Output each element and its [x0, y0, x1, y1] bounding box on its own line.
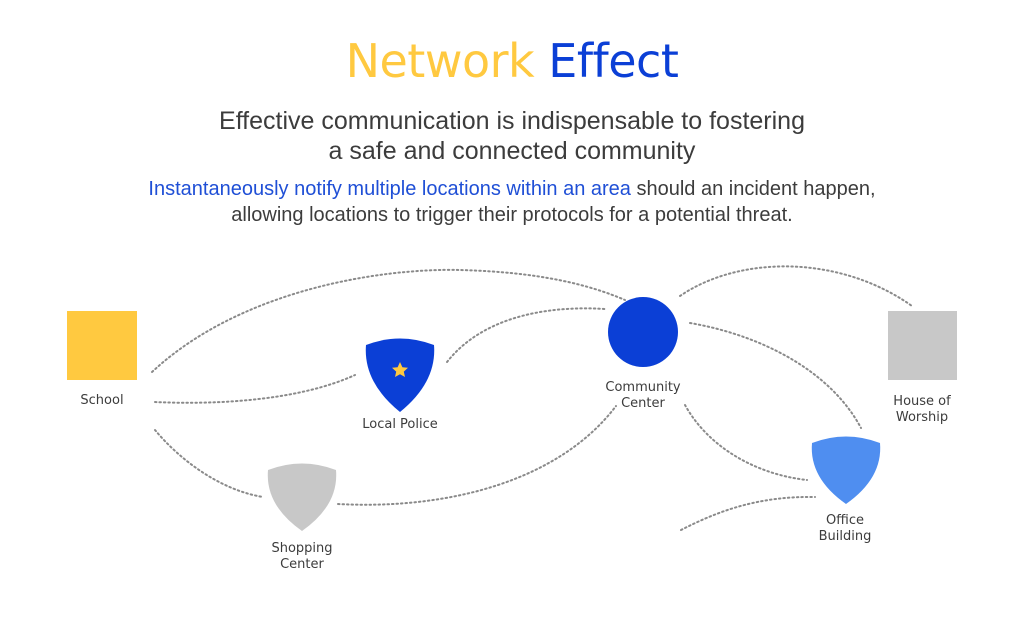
shopping-center-label-line-2: Center [280, 557, 324, 572]
description-line-2: allowing locations to trigger their prot… [231, 204, 793, 226]
school-label: School [80, 393, 124, 408]
description: Instantaneously notify multiple location… [0, 176, 1024, 228]
connector-school-community-top [151, 268, 626, 373]
house-of-worship-label: House of Worship [862, 394, 982, 426]
connector-community-office-bottom [684, 404, 808, 481]
school-square-icon [67, 311, 137, 380]
description-highlight: Instantaneously notify multiple location… [148, 178, 631, 200]
police-star-icon [392, 362, 408, 377]
title-effect: Effect [548, 34, 679, 88]
description-rest: should an incident happen, [630, 178, 876, 200]
connector-shopping-community [337, 405, 617, 506]
shopping-center-label: Shopping Center [242, 541, 362, 573]
connector-school-shopping [154, 429, 264, 498]
office-building-label-line-1: Office [826, 513, 864, 528]
connector-police-community [446, 307, 606, 363]
shopping-center-shield-icon [267, 463, 337, 531]
community-center-label: Community Center [583, 380, 703, 412]
police-shield-icon [365, 338, 435, 412]
office-building-shield-icon [811, 436, 881, 504]
subtitle: Effective communication is indispensable… [0, 106, 1024, 166]
description-line-1: Instantaneously notify multiple location… [0, 176, 1024, 202]
connector-office-offscreen [680, 495, 816, 531]
title-network: Network [345, 34, 535, 88]
connectors [151, 265, 913, 531]
local-police-label: Local Police [362, 417, 438, 432]
community-center-circle-icon [608, 297, 678, 367]
connector-school-police [154, 374, 356, 404]
community-center-label-line-1: Community [605, 380, 681, 395]
page-title: Network Effect [0, 34, 1024, 88]
house-of-worship-label-line-2: Worship [895, 410, 949, 425]
subtitle-line-1: Effective communication is indispensable… [219, 107, 805, 135]
connector-community-worship [679, 265, 913, 307]
office-building-label-line-2: Building [818, 529, 872, 544]
house-of-worship-square-icon [888, 311, 957, 380]
house-of-worship-label-line-1: House of [893, 394, 951, 409]
connector-community-office-top [689, 322, 862, 429]
subtitle-line-2: a safe and connected community [328, 137, 696, 165]
shopping-center-label-line-1: Shopping [271, 541, 333, 556]
community-center-label-line-2: Center [621, 396, 665, 411]
office-building-label: Office Building [785, 513, 905, 545]
